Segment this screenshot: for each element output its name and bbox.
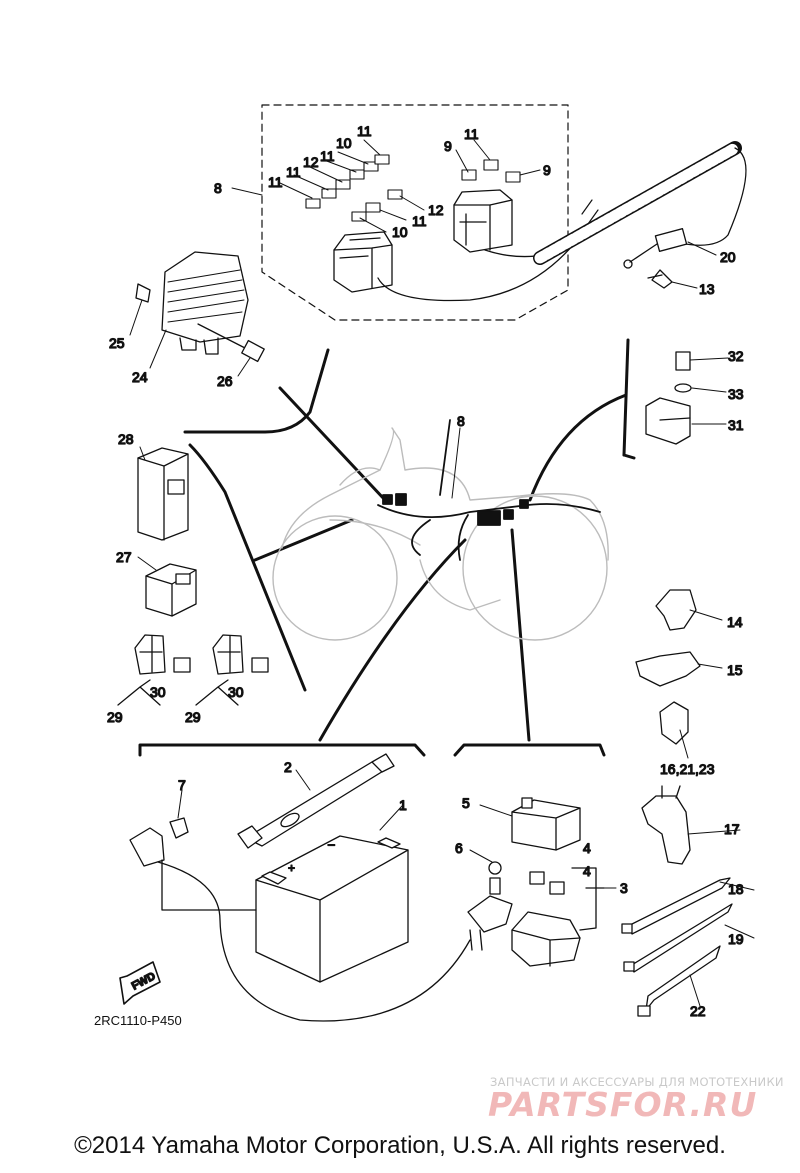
callout-17: 17 [724,821,740,837]
callout-4a: 4 [583,840,591,856]
callout-14: 14 [727,614,743,630]
starter-relay [467,797,605,967]
callout-24: 24 [132,369,148,385]
callout-6: 6 [455,840,463,856]
fwd-arrow-icon: FWD [119,961,161,1005]
copyright-notice: ©2014 Yamaha Motor Corporation, U.S.A. A… [74,1132,726,1159]
main-harness [533,141,747,289]
callout-33: 33 [728,386,744,402]
callout-32: 32 [728,348,744,364]
relay-28 [137,447,189,541]
connector-pair-left [117,634,191,706]
callout-27: 27 [116,549,132,565]
callout-25: 25 [109,335,125,351]
callout-11a: 11 [357,123,372,139]
callout-28: 28 [118,431,134,447]
callout-8a: 8 [214,180,222,196]
callout-15: 15 [727,662,743,678]
fuse-box-group [261,104,586,321]
callout-5: 5 [462,795,470,811]
connector-pair-right [195,634,269,706]
callout-20: 20 [720,249,736,265]
callout-10a: 10 [336,135,352,151]
callout-31: 31 [728,417,744,433]
callout-9b: 9 [543,162,551,178]
callout-22: 22 [690,1003,706,1019]
fuse-box-right [453,189,513,253]
sensor-31 [645,351,692,445]
diagram-code: 2RC1110-P450 [94,1013,182,1028]
callout-16-21-23: 16,21,23 [660,761,715,777]
callout-11f: 11 [464,126,479,142]
watermark-brand: PARTSFOR.RU [488,1085,758,1124]
callout-9a: 9 [444,138,452,154]
battery-band [237,753,395,849]
watermark-tagline: ЗАПЧАСТИ И АКСЕССУАРЫ ДЛЯ МОТОТЕХНИКИ [490,1075,784,1089]
callout-8b: 8 [457,413,465,429]
clamp-16 [659,701,689,745]
rectifier-regulator [135,251,265,363]
clamp-15 [635,651,701,687]
callout-10b: 10 [392,224,408,240]
battery-cable [129,817,471,1022]
callout-11b: 11 [320,148,335,164]
callout-13: 13 [699,281,715,297]
bike-harness [377,419,601,561]
callout-19: 19 [728,931,744,947]
callout-11d: 11 [268,174,283,190]
svg-text:–: – [328,837,335,851]
cable-ties [621,877,733,1017]
motorcycle-outline [272,427,609,641]
clamp-17 [641,785,691,865]
callout-29a: 29 [107,709,123,725]
relay-27 [145,563,197,617]
fuse-box-left [333,231,393,293]
fuse-icon-set [305,154,521,222]
callout-1: 1 [399,797,407,813]
callout-30a: 30 [150,684,166,700]
callout-18: 18 [728,881,744,897]
leader-lines [138,338,636,757]
callout-11c: 11 [286,164,301,180]
callout-3: 3 [620,880,628,896]
callout-11e: 11 [412,213,427,229]
svg-text:+: + [288,861,295,875]
callout-12b: 12 [428,202,444,218]
clamp-14 [655,589,697,631]
callout-labels: 1 2 3 4 4 5 6 7 8 8 9 9 10 10 11 11 11 1… [106,122,744,1019]
battery: + – [255,835,409,983]
callout-7: 7 [178,777,186,793]
callout-2: 2 [284,759,292,775]
callout-leaders [129,139,755,1007]
callout-30b: 30 [228,684,244,700]
callout-29b: 29 [185,709,201,725]
callout-4b: 4 [583,863,591,879]
callout-26: 26 [217,373,233,389]
callout-12a: 12 [303,154,319,170]
